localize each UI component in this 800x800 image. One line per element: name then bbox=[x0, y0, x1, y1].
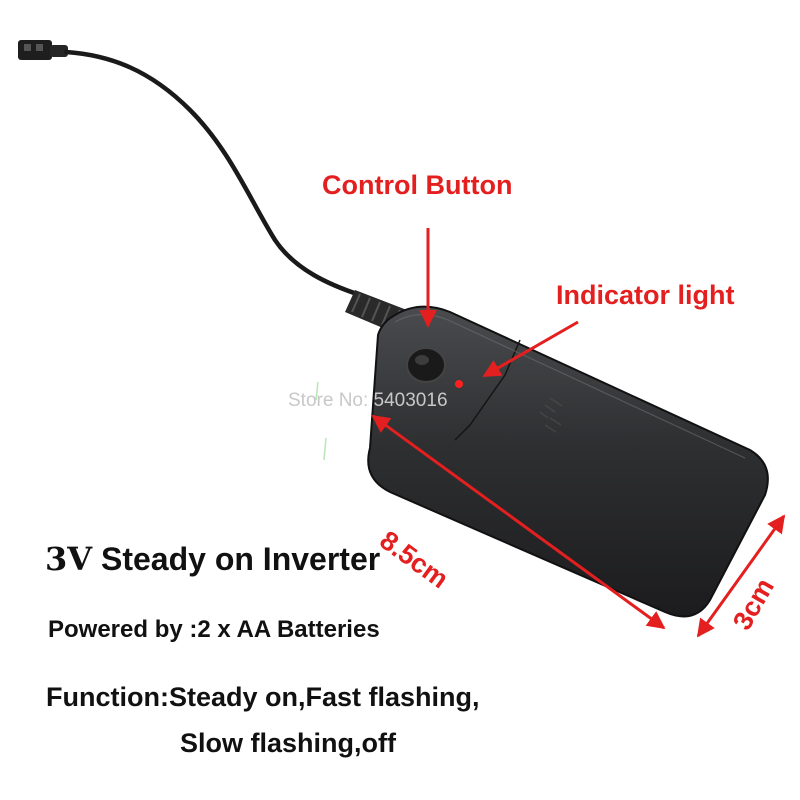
control-button-icon bbox=[406, 347, 446, 383]
store-watermark: Store No: 5403016 bbox=[288, 390, 448, 411]
function-text-line-2: Slow flashing,off bbox=[180, 728, 396, 758]
function-text-line-1: Function:Steady on,Fast flashing, bbox=[46, 682, 480, 712]
connector-plug-icon bbox=[18, 40, 68, 60]
product-title: 3V Steady on Inverter bbox=[45, 540, 380, 578]
indicator-light-arrow bbox=[482, 320, 579, 378]
indicator-led-icon bbox=[455, 380, 463, 388]
product-title-voltage: 3V bbox=[45, 540, 93, 578]
width-dimension-arrow bbox=[696, 514, 786, 638]
product-title-text: Steady on Inverter bbox=[100, 541, 381, 577]
indicator-light-label: Indicator light bbox=[556, 280, 735, 310]
power-source-text: Powered by :2 x AA Batteries bbox=[48, 616, 380, 643]
length-dimension-arrow bbox=[371, 414, 666, 630]
control-button-label: Control Button bbox=[322, 170, 513, 200]
power-cable bbox=[63, 49, 363, 298]
